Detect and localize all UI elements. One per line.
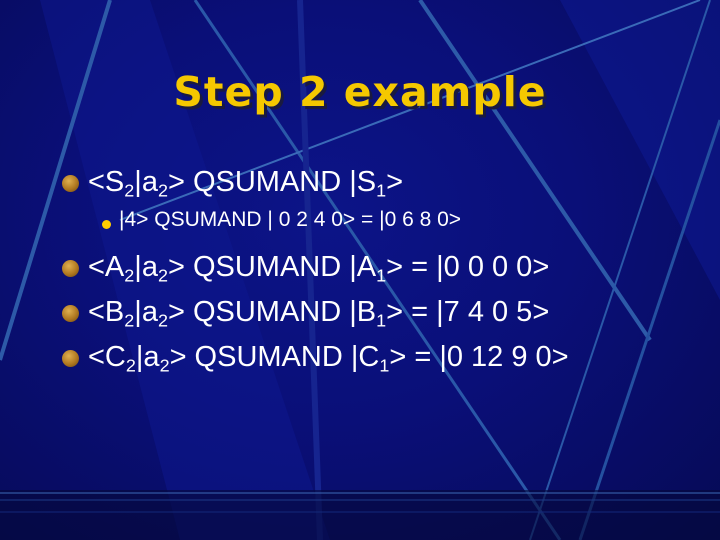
subscript: 1 bbox=[376, 265, 387, 286]
subscript: 2 bbox=[124, 180, 135, 201]
text-segment: |a bbox=[135, 341, 160, 373]
text-segment: <S bbox=[88, 166, 125, 198]
text-segment: > QSUMAND |A bbox=[167, 251, 377, 283]
text-segment: |4> QSUMAND | 0 2 4 0> = |0 6 8 0> bbox=[119, 208, 462, 231]
text-segment: > bbox=[386, 166, 404, 198]
subscript: 2 bbox=[157, 310, 168, 331]
subscript: 2 bbox=[125, 355, 136, 376]
subscript: 2 bbox=[157, 180, 168, 201]
bullet-ball-icon bbox=[62, 305, 79, 322]
bullet-dot-icon bbox=[102, 220, 111, 229]
subscript: 2 bbox=[157, 265, 168, 286]
text-segment: <A bbox=[88, 251, 125, 283]
text-segment: > QSUMAND |C bbox=[169, 341, 380, 373]
slide-title: Step 2 example bbox=[173, 68, 547, 116]
subscript: 1 bbox=[376, 310, 387, 331]
text-segment: |a bbox=[134, 296, 158, 328]
text-segment: > QSUMAND |S bbox=[167, 166, 377, 198]
bullet-ball-icon bbox=[62, 260, 79, 277]
subscript: 1 bbox=[376, 180, 387, 201]
text-segment: > QSUMAND |B bbox=[167, 296, 377, 328]
text-segment: > = |7 4 0 5> bbox=[386, 296, 550, 328]
text-segment: |a bbox=[134, 251, 158, 283]
text-segment: > = |0 12 9 0> bbox=[389, 341, 569, 373]
bullet-item: <C2|a2> QSUMAND |C1> = |0 12 9 0> bbox=[88, 341, 569, 374]
bullet-item: <B2|a2> QSUMAND |B1> = |7 4 0 5> bbox=[88, 296, 549, 329]
bullet-item: <A2|a2> QSUMAND |A1> = |0 0 0 0> bbox=[88, 251, 549, 284]
sub-bullet-item: |4> QSUMAND | 0 2 4 0> = |0 6 8 0> bbox=[119, 208, 461, 232]
text-segment: |a bbox=[134, 166, 158, 198]
subscript: 2 bbox=[124, 310, 135, 331]
bullet-ball-icon bbox=[62, 350, 79, 367]
subscript: 2 bbox=[159, 355, 170, 376]
text-segment: > = |0 0 0 0> bbox=[386, 251, 550, 283]
text-segment: <C bbox=[88, 341, 126, 373]
bullet-item: <S2|a2> QSUMAND |S1> bbox=[88, 166, 403, 199]
subscript: 2 bbox=[124, 265, 135, 286]
bullet-ball-icon bbox=[62, 175, 79, 192]
text-segment: <B bbox=[88, 296, 125, 328]
subscript: 1 bbox=[379, 355, 390, 376]
